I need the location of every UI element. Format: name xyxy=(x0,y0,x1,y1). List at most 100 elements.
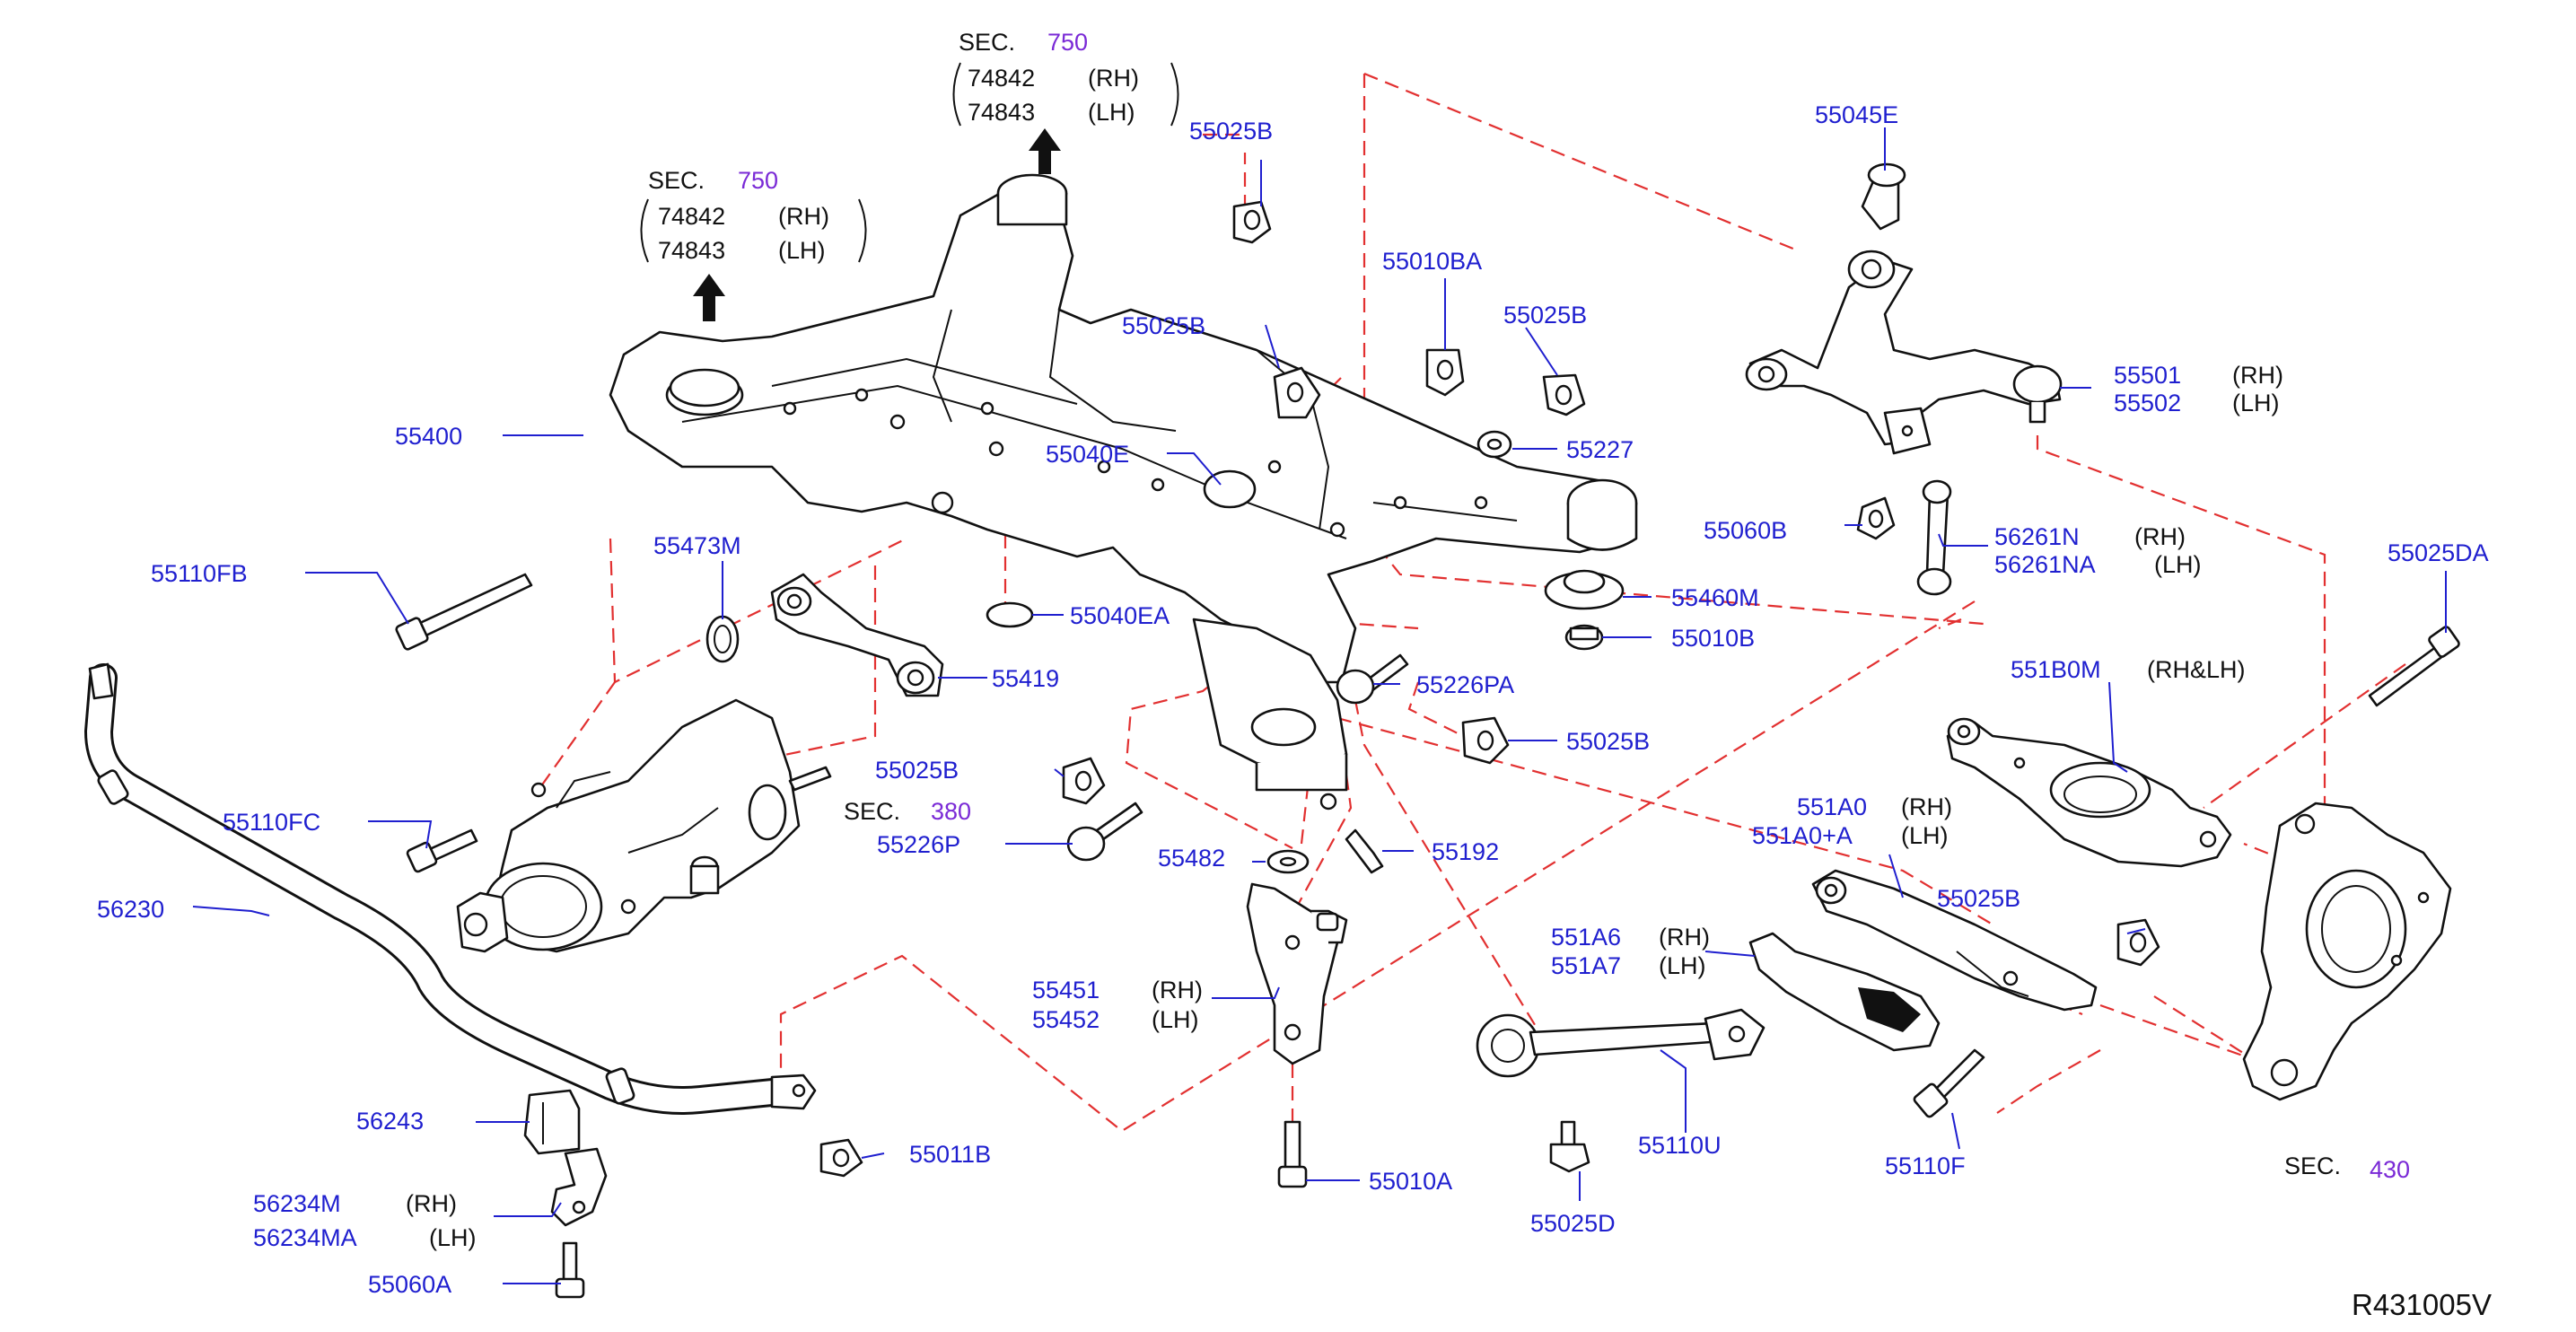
callout-55025d[interactable]: 55025D xyxy=(1530,1210,1616,1237)
callout-55226pa[interactable]: 55226PA xyxy=(1416,671,1514,698)
lower-arm-551b0m[interactable] xyxy=(1946,717,2232,868)
callout-55452[interactable]: 55452 xyxy=(1032,1006,1100,1033)
section-label[interactable]: SEC. xyxy=(959,29,1015,56)
callout-55045e[interactable]: 55045E xyxy=(1815,101,1898,128)
bolt-55226p[interactable] xyxy=(1066,802,1143,862)
callout-56261na[interactable]: 56261NA xyxy=(1994,551,2096,578)
callout-55025b-top[interactable]: 55025B xyxy=(1189,118,1273,145)
nut-55011b[interactable] xyxy=(819,1138,863,1178)
bolt-55010a[interactable] xyxy=(1277,1120,1308,1188)
bolt-55025da[interactable] xyxy=(2368,626,2460,707)
callout-55060b[interactable]: 55060B xyxy=(1704,517,1787,544)
link-arm-55419[interactable] xyxy=(770,573,944,697)
bolt-55060a[interactable] xyxy=(555,1241,585,1299)
callout-55011b[interactable]: 55011B xyxy=(909,1141,991,1168)
callout-551a7[interactable]: 551A7 xyxy=(1551,952,1621,979)
bolt-55025d[interactable] xyxy=(1549,1120,1590,1173)
bracket-right xyxy=(858,198,867,263)
section-number[interactable]: 750 xyxy=(1047,29,1088,56)
callout-55227[interactable]: 55227 xyxy=(1566,436,1634,463)
lower-arm-551a0[interactable] xyxy=(1811,869,2098,1012)
callout-55460m[interactable]: 55460M xyxy=(1671,584,1759,611)
axle-knuckle[interactable] xyxy=(2242,802,2452,1101)
spring-link[interactable] xyxy=(1748,932,1941,1052)
callout-55451[interactable]: 55451 xyxy=(1032,977,1100,1003)
callout-56230[interactable]: 56230 xyxy=(97,896,164,923)
section-label[interactable]: SEC. xyxy=(648,167,705,194)
bushing-55473m[interactable] xyxy=(705,615,740,663)
sec-750-ref-left[interactable]: SEC. 750 74842 (RH) 74843 (LH) xyxy=(648,167,829,264)
callout-56234m[interactable]: 56234M xyxy=(253,1190,341,1217)
rear-suspension-member[interactable] xyxy=(609,173,1638,811)
callout-55025b-b[interactable]: 55025B xyxy=(1503,302,1587,329)
bolt-55110fc[interactable] xyxy=(406,828,478,873)
washer-55227[interactable] xyxy=(1476,430,1512,459)
callout-55226p[interactable]: 55226P xyxy=(877,831,960,858)
knuckle-bracket[interactable] xyxy=(1246,882,1348,1065)
section-number[interactable]: 430 xyxy=(2370,1156,2410,1183)
callout-551a0[interactable]: 551A0 xyxy=(1797,793,1867,820)
callout-55010a[interactable]: 55010A xyxy=(1369,1168,1452,1195)
callout-55040e[interactable]: 55040E xyxy=(1046,441,1129,468)
callout-55110fc[interactable]: 55110FC xyxy=(223,809,320,836)
insulator-55460m[interactable] xyxy=(1544,569,1625,610)
callout-55110u[interactable]: 55110U xyxy=(1638,1132,1722,1159)
callout-55025da[interactable]: 55025DA xyxy=(2388,539,2489,566)
section-label[interactable]: SEC. xyxy=(2284,1152,2341,1179)
callout-55501[interactable]: 55501 xyxy=(2114,362,2181,389)
callout-56234ma[interactable]: 56234MA xyxy=(253,1224,357,1251)
upper-link-arm[interactable] xyxy=(1745,250,2063,455)
callout-55110fb[interactable]: 55110FB xyxy=(151,560,248,587)
stabilizer-bushing[interactable] xyxy=(523,1089,581,1155)
nut-55025b-a[interactable] xyxy=(1273,366,1321,419)
stabilizer-clamp[interactable] xyxy=(550,1147,608,1227)
callout-55060a[interactable]: 55060A xyxy=(368,1271,451,1298)
sec-430-ref[interactable]: SEC. 430 xyxy=(2284,1152,2410,1183)
callout-55400[interactable]: 55400 xyxy=(395,423,462,450)
sec-750-ref-top[interactable]: SEC. 750 74842 (RH) 74843 (LH) xyxy=(959,29,1139,126)
nut-55025b-d[interactable] xyxy=(1461,716,1510,765)
callout-55010b[interactable]: 55010B xyxy=(1671,625,1755,652)
bumper-55040ea[interactable] xyxy=(986,601,1034,628)
side-text: (LH) xyxy=(2232,390,2280,416)
nut-55025b-e[interactable] xyxy=(2116,918,2160,967)
washer-55482[interactable] xyxy=(1266,849,1310,874)
nut-55025b-b[interactable] xyxy=(1542,373,1586,416)
callout-55040ea[interactable]: 55040EA xyxy=(1070,602,1170,629)
nut-55025b-c[interactable] xyxy=(1062,757,1106,805)
callout-55482[interactable]: 55482 xyxy=(1158,845,1225,872)
nut-55010b[interactable] xyxy=(1564,624,1604,651)
callout-551a6[interactable]: 551A6 xyxy=(1551,924,1621,951)
stabilizer-bar[interactable] xyxy=(84,662,817,1115)
bushing-55045e[interactable] xyxy=(1861,162,1906,231)
section-number[interactable]: 750 xyxy=(738,167,778,194)
side-text: (RH) xyxy=(1901,793,1952,820)
callout-55025b-a[interactable]: 55025B xyxy=(1122,312,1205,339)
nut-55010ba[interactable] xyxy=(1425,348,1465,397)
bolt-55110fb[interactable] xyxy=(395,573,533,651)
callout-55419[interactable]: 55419 xyxy=(992,665,1059,692)
callout-56261n[interactable]: 56261N xyxy=(1994,523,2080,550)
callout-55025b-c[interactable]: 55025B xyxy=(1566,728,1650,755)
nut-55060b[interactable] xyxy=(1856,496,1896,540)
callout-56243[interactable]: 56243 xyxy=(356,1108,424,1135)
callout-55025b-d[interactable]: 55025B xyxy=(875,757,959,784)
final-drive-unit[interactable] xyxy=(456,698,832,953)
callout-55473m[interactable]: 55473M xyxy=(653,532,741,559)
stud-55192[interactable] xyxy=(1345,828,1384,874)
toe-control-link[interactable] xyxy=(1476,1008,1766,1078)
callout-551b0m[interactable]: 551B0M xyxy=(2011,656,2101,683)
sec-380-ref[interactable]: SEC. 380 xyxy=(844,798,971,825)
stabilizer-link-56261n[interactable] xyxy=(1916,479,1952,596)
callout-55192[interactable]: 55192 xyxy=(1432,838,1499,865)
nut-55025b-top[interactable] xyxy=(1232,200,1272,244)
callout-551a0a[interactable]: 551A0+A xyxy=(1752,822,1853,849)
section-number[interactable]: 380 xyxy=(931,798,971,825)
callout-55010ba[interactable]: 55010BA xyxy=(1382,248,1482,275)
bolt-55110f[interactable] xyxy=(1913,1048,1985,1118)
callout-55025b-e[interactable]: 55025B xyxy=(1937,885,2020,912)
callout-55110f[interactable]: 55110F xyxy=(1885,1152,1966,1179)
callout-55502[interactable]: 55502 xyxy=(2114,390,2181,416)
section-label[interactable]: SEC. xyxy=(844,798,900,825)
bolt-55226pa[interactable] xyxy=(1336,653,1409,705)
